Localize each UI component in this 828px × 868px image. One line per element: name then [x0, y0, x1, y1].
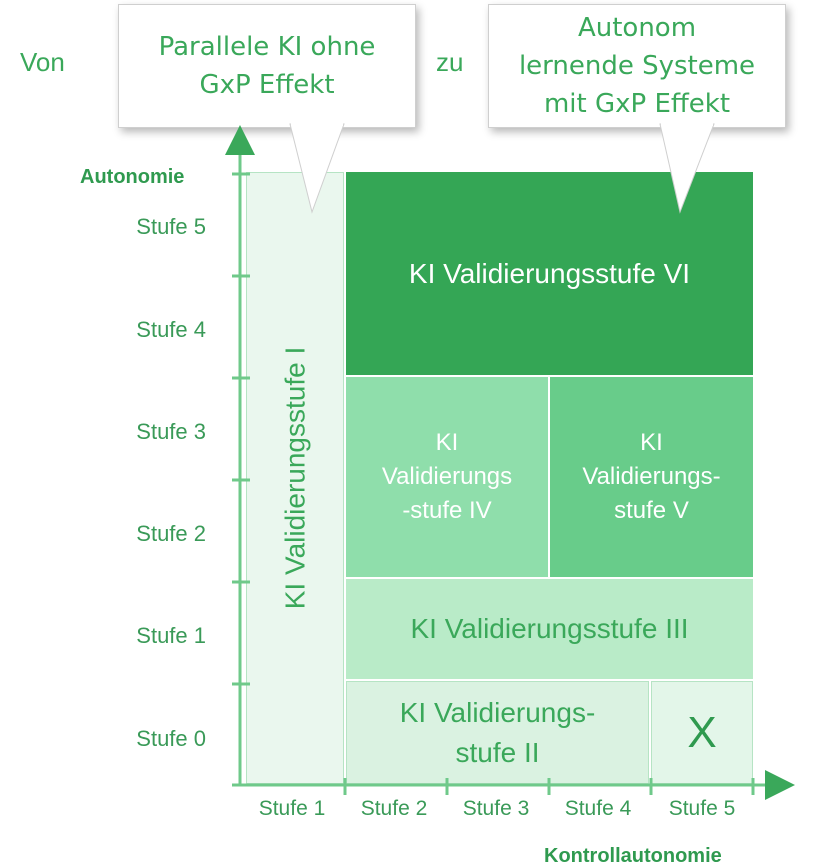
to-label: zu: [436, 47, 464, 77]
y-axis-title: Autonomie: [80, 166, 185, 188]
callout-autonomous-systems: Autonom lernende Systeme mit GxP Effekt: [488, 4, 786, 128]
from-label: Von: [20, 47, 65, 77]
y-tick-label: Stufe 3: [136, 419, 206, 444]
block-validierungsstufe-iii: KI Validierungsstufe III: [346, 579, 753, 679]
block-validierungsstufe-iv: KI Validierungs -stufe IV: [346, 377, 548, 577]
x-tick-label: Stufe 4: [564, 797, 632, 820]
y-axis-ticks: [232, 172, 250, 686]
y-tick-label: Stufe 4: [136, 317, 206, 342]
callout-left-pointer: [289, 123, 345, 214]
y-tick-label: Stufe 1: [136, 623, 206, 648]
block-validierungsstufe-v: KI Validierungs- stufe V: [550, 377, 753, 577]
x-tick-label: Stufe 5: [668, 797, 736, 820]
y-tick-label: Stufe 2: [136, 521, 206, 546]
block-validierungsstufe-ii: KI Validierungs- stufe II: [346, 681, 649, 784]
x-tick-label: Stufe 2: [360, 797, 428, 820]
x-axis-title: Kontrollautonomie: [544, 845, 722, 867]
y-tick-label: Stufe 5: [136, 214, 206, 239]
block-validierungsstufe-i: KI Validierungsstufe I: [246, 172, 344, 784]
x-tick-label: Stufe 1: [258, 797, 326, 820]
x-tick-label: Stufe 3: [462, 797, 530, 820]
y-tick-label: Stufe 0: [136, 726, 206, 751]
callout-parallel-ki: Parallele KI ohne GxP Effekt: [118, 4, 416, 128]
x-axis-ticks: [343, 778, 755, 795]
block-validierungsstufe-vi: KI Validierungsstufe VI: [346, 172, 753, 375]
callout-right-pointer: [659, 123, 715, 214]
